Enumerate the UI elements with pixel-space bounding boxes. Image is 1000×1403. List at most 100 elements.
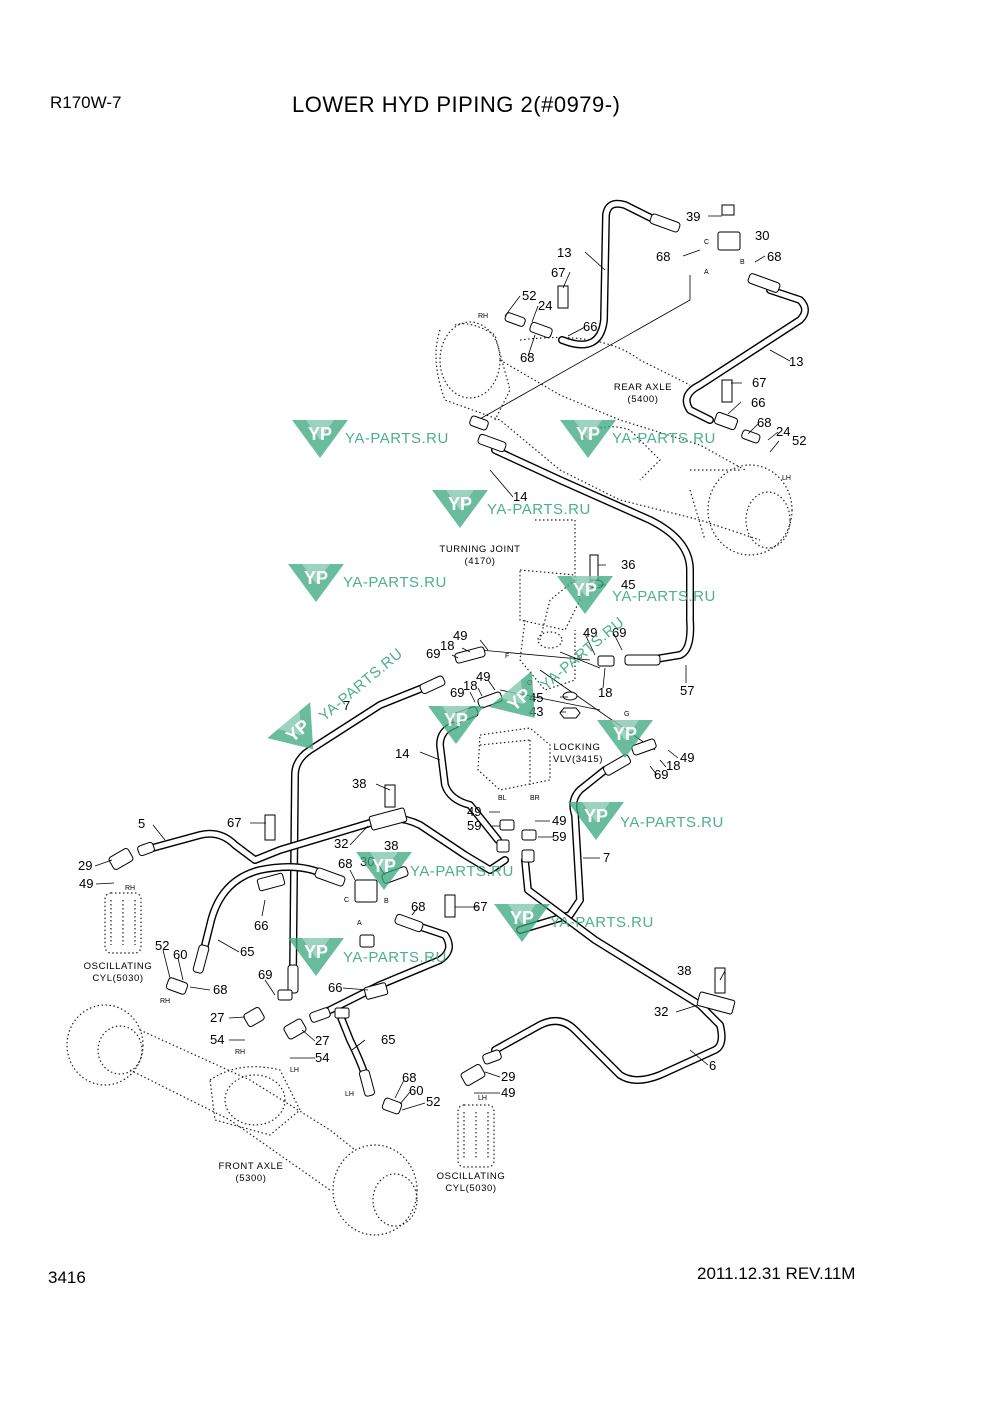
part-callout: 67 [752,375,766,390]
part-callout: 38 [384,838,398,853]
port-tag: N [577,655,582,662]
port-tag: BR [530,795,540,802]
port-tag: LH [290,1067,299,1074]
part-callout: 18 [598,685,612,700]
part-callout: 60 [409,1083,423,1098]
part-callout: 69 [426,646,440,661]
part-callout: 59 [467,818,481,833]
port-tag: C [344,897,349,904]
port-tag: LH [782,475,791,482]
oscillating-cyl-left-label: OSCILLATING [84,961,153,972]
part-callout: 32 [334,836,348,851]
fittings [108,204,781,1115]
part-callout: 52 [522,288,536,303]
part-callout: 49 [501,1085,515,1100]
pipe-7-left [289,681,434,979]
pipe-5 [141,814,509,874]
port-tag: A [357,920,362,927]
part-callout: 29 [78,858,92,873]
port-tag: RH [125,885,135,892]
port-tag: B [740,259,745,266]
part-callout: 13 [557,245,571,260]
part-callout: 14 [513,489,527,504]
page-title: LOWER HYD PIPING 2(#0979-) [292,92,621,117]
front-axle-label: FRONT AXLE [219,1161,284,1172]
watermark-text: YA-PARTS.RU [487,501,591,518]
part-callout: 65 [381,1032,395,1047]
part-callout: 68 [402,1070,416,1085]
part-callout: 68 [213,982,227,997]
part-callout: 13 [789,354,803,369]
part-callout: 69 [612,625,626,640]
rear-axle-code: (5400) [627,394,658,405]
revision-date: 2011.12.31 REV.11M [697,1264,856,1283]
part-callout: 69 [450,685,464,700]
part-callout: 18 [440,638,454,653]
part-callout: 49 [79,876,93,891]
part-callout: 7 [343,698,350,713]
part-callout: 69 [654,767,668,782]
part-callout: 66 [328,980,342,995]
turning-joint-label: TURNING JOINT [439,544,520,555]
port-tag: BL [498,795,507,802]
part-callout: 36 [621,557,635,572]
part-callout: 18 [463,678,477,693]
pipe-13-lower [682,286,809,424]
watermark-text: YA-PARTS.RU [612,430,716,447]
part-callout: 57 [680,683,694,698]
part-callout: 32 [654,1004,668,1019]
turning-joint-code: (4170) [464,556,495,567]
part-callout: 67 [473,899,487,914]
part-callout: 49 [583,625,597,640]
part-callout: 45 [621,577,635,592]
part-callout: 38 [352,776,366,791]
port-tag: LH [478,1095,487,1102]
port-tag: C [704,239,709,246]
part-callout: 66 [254,918,268,933]
part-callout: 68 [757,415,771,430]
part-callout: 27 [210,1010,224,1025]
part-callout: 68 [520,350,534,365]
part-callout: 67 [551,265,565,280]
oscillating-cyl-right-code: CYL(5030) [445,1183,496,1194]
watermark-text: YA-PARTS.RU [343,574,447,591]
rear-axle-label: REAR AXLE [614,382,672,393]
port-tag: RH [478,313,488,320]
part-callout: 60 [173,947,187,962]
port-tag: F [505,653,509,660]
pipe-13-upper [558,199,659,349]
part-callout: 39 [686,209,700,224]
model-code: R170W-7 [50,93,122,112]
pipe-rear-axle-link [477,275,691,421]
port-tag: LH [345,1091,354,1098]
part-callout: 38 [677,963,691,978]
part-callout: 66 [583,319,597,334]
part-callout: 49 [680,750,694,765]
part-callout: 6 [709,1058,716,1073]
watermark-text: YA-PARTS.RU [410,863,514,880]
part-callout: 54 [315,1050,329,1065]
part-callout: 66 [751,395,765,410]
part-callout: 5 [138,816,145,831]
part-callout: 68 [656,249,670,264]
part-callout: 54 [210,1032,224,1047]
part-callout: 67 [227,815,241,830]
part-callout: 49 [467,804,481,819]
port-tag: RH [235,1049,245,1056]
oscillating-cyl-right-label: OSCILLATING [437,1171,506,1182]
front-axle-outline [66,1004,418,1236]
watermark-text: YA-PARTS.RU [345,430,449,447]
watermark-text: YA-PARTS.RU [612,588,716,605]
part-callout: 49 [476,669,490,684]
assembly-captions: REAR AXLE (5400) TURNING JOINT (4170) LO… [84,382,672,1194]
part-callout: 52 [155,938,169,953]
watermark-text: YA-PARTS.RU [620,814,724,831]
port-tags: C A B RH LH F N O G BL BR C B A RH RH RH… [125,239,791,1102]
oscillating-cyl-left-code: CYL(5030) [92,973,143,984]
part-callout: 68 [338,856,352,871]
part-callout: 52 [792,433,806,448]
part-callout: 27 [315,1033,329,1048]
page-number: 3416 [48,1268,86,1287]
watermark-text: YA-PARTS.RU [343,949,447,966]
